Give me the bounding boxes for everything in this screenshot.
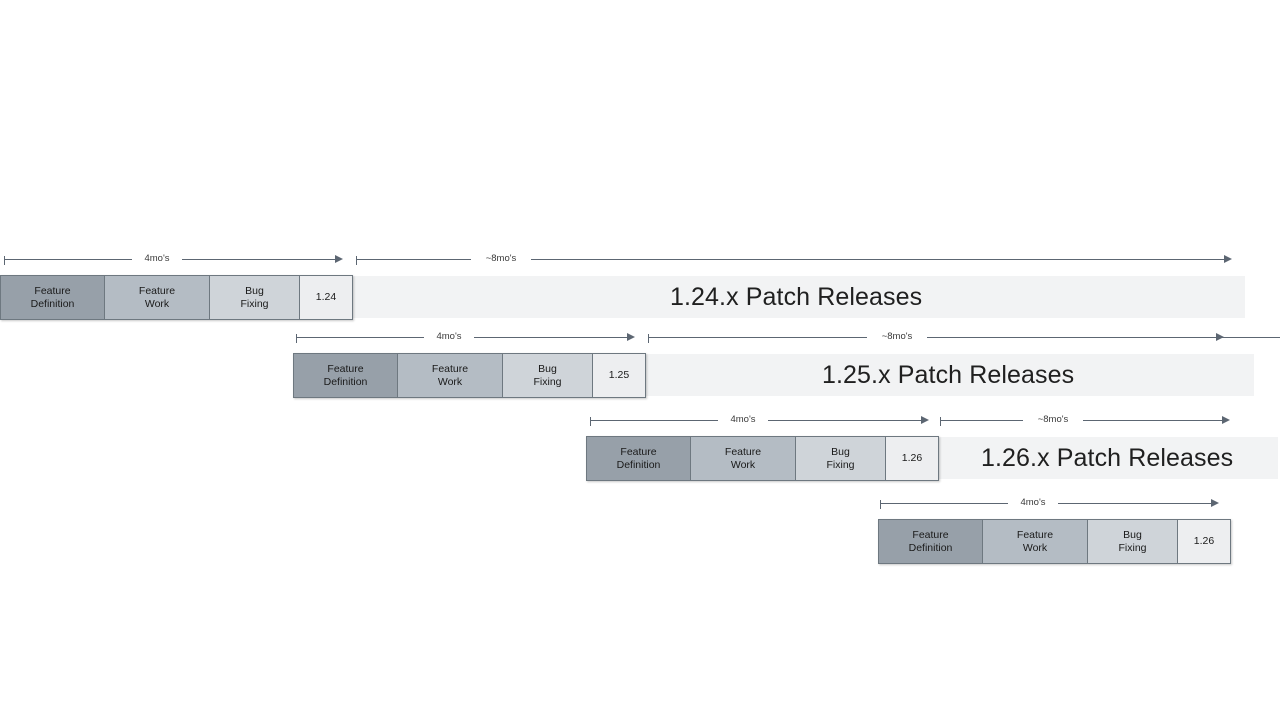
version-chip-label: 1.26 bbox=[1193, 535, 1215, 548]
patch-duration-measure-126: ~8mo's bbox=[940, 411, 1233, 431]
measure-arrowhead bbox=[335, 255, 343, 263]
phase-label-line2: Work bbox=[1022, 541, 1048, 554]
version-chip-label: 1.26 bbox=[901, 452, 923, 465]
patch-band-label-125: 1.25.x Patch Releases bbox=[822, 360, 1075, 389]
phase-label-line1: Feature bbox=[912, 529, 949, 541]
phase-bug-fixing-126[interactable]: Bug Fixing bbox=[795, 436, 885, 481]
dev-duration-label-125: 4mo's bbox=[436, 331, 462, 342]
phase-bar-125: Feature Definition Feature Work Bug Fixi… bbox=[293, 353, 646, 398]
phase-bug-fixing-125[interactable]: Bug Fixing bbox=[502, 353, 592, 398]
version-chip-125[interactable]: 1.25 bbox=[592, 353, 646, 398]
dev-duration-measure-125: 4mo's bbox=[296, 328, 636, 348]
measure-arrowhead bbox=[627, 333, 635, 341]
phase-label-line2: Definition bbox=[323, 375, 368, 388]
phase-feature-definition-124[interactable]: Feature Definition bbox=[0, 275, 104, 320]
patch-band-label-124: 1.24.x Patch Releases bbox=[670, 282, 923, 311]
patch-duration-measure-124: ~8mo's bbox=[356, 250, 1233, 270]
dev-duration-measure-126: 4mo's bbox=[590, 411, 930, 431]
phase-label-line2: Fixing bbox=[826, 458, 855, 471]
measure-segment-right bbox=[768, 420, 922, 421]
measure-segment-left bbox=[590, 420, 718, 421]
patch-duration-measure-125: ~8mo's bbox=[648, 328, 1280, 348]
dev-duration-measure-next: 4mo's bbox=[880, 494, 1220, 514]
version-chip-label: 1.25 bbox=[608, 369, 630, 382]
version-chip-126[interactable]: 1.26 bbox=[885, 436, 939, 481]
phase-label-line1: Bug bbox=[538, 363, 557, 375]
patch-band-125: 1.25.x Patch Releases bbox=[645, 354, 1254, 396]
measure-arrowhead bbox=[1224, 255, 1232, 263]
measure-arrowhead bbox=[921, 416, 929, 424]
measure-cap bbox=[356, 255, 357, 265]
patch-band-124: 1.24.x Patch Releases bbox=[352, 276, 1245, 318]
phase-label-line2: Definition bbox=[616, 458, 661, 471]
phase-label-line2: Definition bbox=[908, 541, 953, 554]
version-chip-label: 1.24 bbox=[315, 291, 337, 304]
measure-segment-left bbox=[4, 259, 132, 260]
phase-feature-work-126[interactable]: Feature Work bbox=[690, 436, 795, 481]
phase-label-line1: Feature bbox=[724, 446, 762, 458]
phase-label-line2: Fixing bbox=[240, 297, 269, 310]
measure-segment-right bbox=[927, 337, 1280, 338]
phase-feature-definition-125[interactable]: Feature Definition bbox=[293, 353, 397, 398]
phase-label-line1: Feature bbox=[431, 363, 469, 375]
dev-duration-label-124: 4mo's bbox=[144, 253, 170, 264]
measure-cap bbox=[880, 499, 881, 509]
patch-duration-label-124: ~8mo's bbox=[485, 253, 517, 264]
phase-bar-124: Feature Definition Feature Work Bug Fixi… bbox=[0, 275, 353, 320]
measure-segment-right bbox=[1083, 420, 1223, 421]
phase-label-line2: Fixing bbox=[533, 375, 562, 388]
measure-arrowhead bbox=[1222, 416, 1230, 424]
measure-segment-right bbox=[474, 337, 628, 338]
measure-arrowhead bbox=[1216, 333, 1224, 341]
version-chip-next[interactable]: 1.26 bbox=[1177, 519, 1231, 564]
measure-segment-right bbox=[182, 259, 336, 260]
dev-duration-label-next: 4mo's bbox=[1020, 497, 1046, 508]
measure-segment-right bbox=[531, 259, 1225, 260]
measure-segment-left bbox=[880, 503, 1008, 504]
phase-feature-definition-next[interactable]: Feature Definition bbox=[878, 519, 982, 564]
dev-duration-measure-124: 4mo's bbox=[4, 250, 344, 270]
phase-label-line1: Feature bbox=[34, 285, 71, 297]
measure-segment-left bbox=[296, 337, 424, 338]
measure-cap bbox=[4, 255, 5, 265]
measure-segment-right bbox=[1058, 503, 1212, 504]
phase-label-line2: Work bbox=[730, 458, 756, 471]
measure-segment-left bbox=[356, 259, 471, 260]
phase-bar-next: Feature Definition Feature Work Bug Fixi… bbox=[878, 519, 1231, 564]
measure-cap bbox=[648, 333, 649, 343]
measure-cap bbox=[296, 333, 297, 343]
phase-label-line1: Feature bbox=[138, 285, 176, 297]
version-chip-124[interactable]: 1.24 bbox=[299, 275, 353, 320]
measure-cap bbox=[940, 416, 941, 426]
phase-bar-126: Feature Definition Feature Work Bug Fixi… bbox=[586, 436, 939, 481]
phase-label-line2: Work bbox=[144, 297, 170, 310]
phase-label-line2: Work bbox=[437, 375, 463, 388]
phase-label-line1: Feature bbox=[327, 363, 364, 375]
measure-segment-left bbox=[648, 337, 867, 338]
phase-label-line1: Bug bbox=[831, 446, 850, 458]
measure-cap bbox=[590, 416, 591, 426]
phase-bug-fixing-124[interactable]: Bug Fixing bbox=[209, 275, 299, 320]
phase-bug-fixing-next[interactable]: Bug Fixing bbox=[1087, 519, 1177, 564]
patch-duration-label-125: ~8mo's bbox=[881, 331, 913, 342]
measure-segment-left bbox=[940, 420, 1023, 421]
patch-band-label-126: 1.26.x Patch Releases bbox=[981, 443, 1234, 472]
phase-feature-definition-126[interactable]: Feature Definition bbox=[586, 436, 690, 481]
patch-duration-label-126: ~8mo's bbox=[1037, 414, 1069, 425]
phase-feature-work-next[interactable]: Feature Work bbox=[982, 519, 1087, 564]
phase-feature-work-124[interactable]: Feature Work bbox=[104, 275, 209, 320]
patch-band-126: 1.26.x Patch Releases bbox=[938, 437, 1278, 479]
phase-label-line2: Fixing bbox=[1118, 541, 1147, 554]
phase-label-line1: Feature bbox=[620, 446, 657, 458]
dev-duration-label-126: 4mo's bbox=[730, 414, 756, 425]
measure-arrowhead bbox=[1211, 499, 1219, 507]
phase-label-line1: Bug bbox=[1123, 529, 1142, 541]
phase-label-line1: Bug bbox=[245, 285, 264, 297]
phase-label-line2: Definition bbox=[30, 297, 75, 310]
phase-label-line1: Feature bbox=[1016, 529, 1054, 541]
phase-feature-work-125[interactable]: Feature Work bbox=[397, 353, 502, 398]
